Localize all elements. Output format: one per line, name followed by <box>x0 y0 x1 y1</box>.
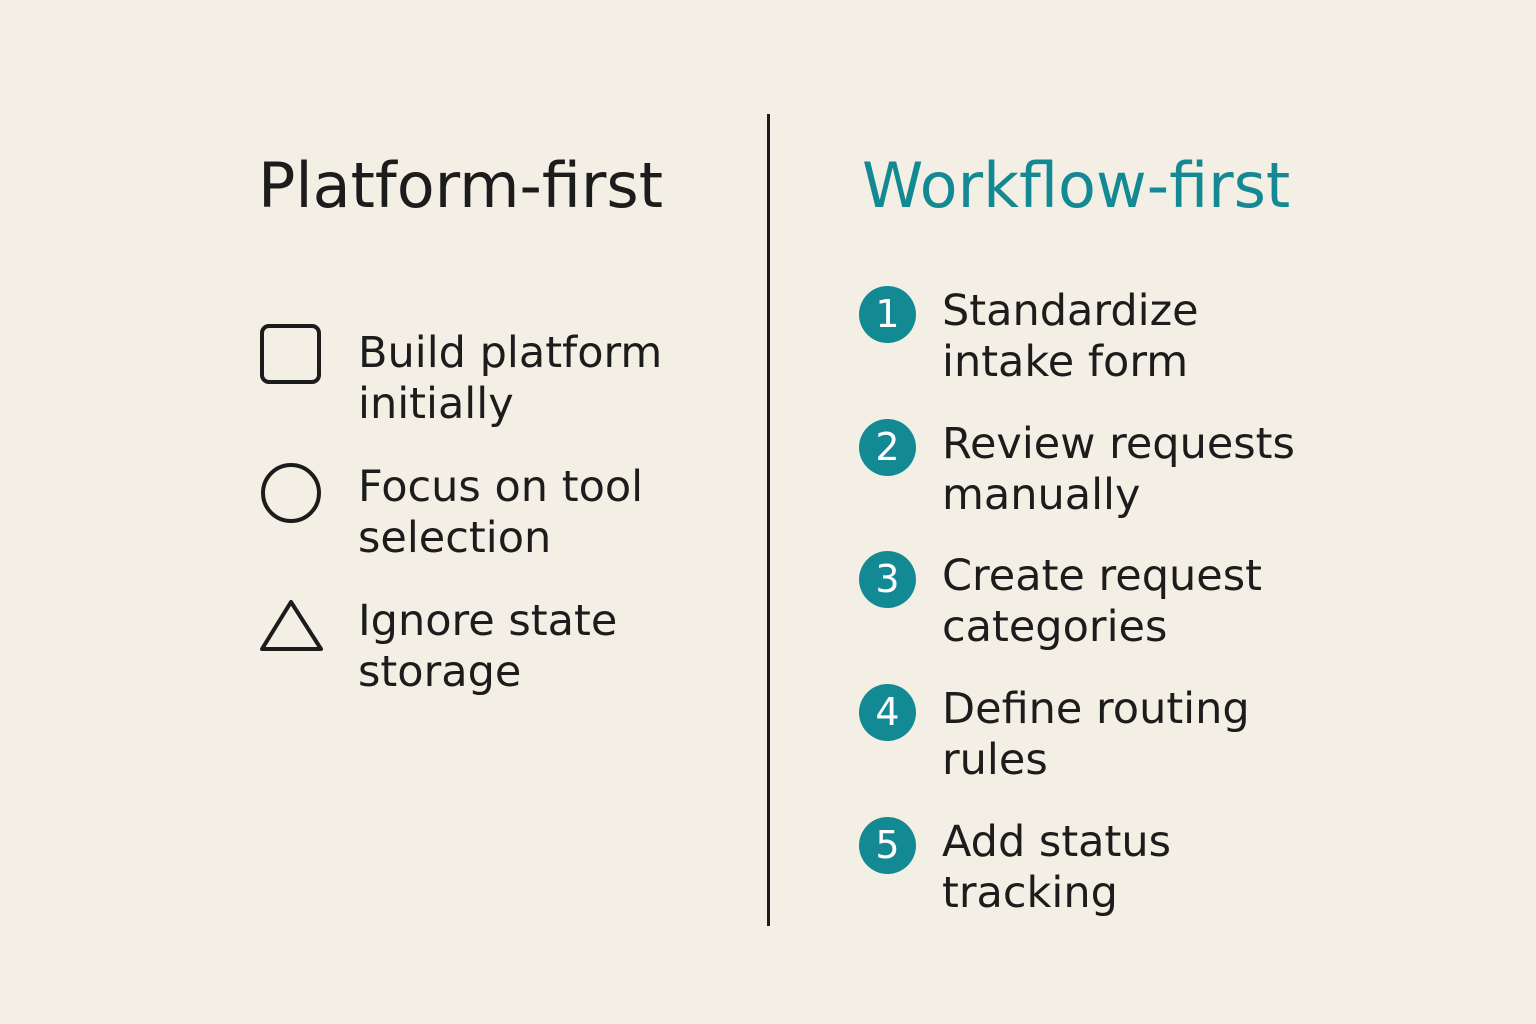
workflow-step-3: 3 Create request categories <box>859 551 1262 653</box>
platform-first-title: Platform-first <box>258 149 663 222</box>
circle-icon <box>261 463 321 523</box>
workflow-step-label: Add status tracking <box>942 817 1172 918</box>
workflow-step-label: Standardize intake form <box>942 286 1199 387</box>
workflow-step-4: 4 Define routing rules <box>859 684 1250 786</box>
step-number-badge: 3 <box>859 551 916 608</box>
square-icon <box>260 324 321 384</box>
platform-item-label: Build platform initially <box>358 328 663 429</box>
workflow-step-label: Create request categories <box>942 551 1263 652</box>
workflow-step-label: Define routing rules <box>942 684 1250 785</box>
platform-item-build: Build platform initially <box>258 324 663 430</box>
platform-item-focus: Focus on tool selection <box>258 462 643 564</box>
workflow-step-2: 2 Review requests manually <box>859 419 1295 521</box>
step-number-badge: 2 <box>859 419 916 476</box>
platform-item-ignore: Ignore state storage <box>258 596 617 698</box>
workflow-first-title: Workflow-first <box>862 149 1291 222</box>
workflow-step-1: 1 Standardize intake form <box>859 286 1199 388</box>
triangle-icon <box>260 600 323 651</box>
platform-item-label: Focus on tool selection <box>358 462 644 563</box>
workflow-step-label: Review requests manually <box>942 419 1295 520</box>
step-number-badge: 5 <box>859 817 916 874</box>
step-number-badge: 4 <box>859 684 916 741</box>
platform-item-label: Ignore state storage <box>358 596 618 697</box>
step-number-badge: 1 <box>859 286 916 343</box>
workflow-step-5: 5 Add status tracking <box>859 817 1171 919</box>
column-divider <box>767 114 770 926</box>
